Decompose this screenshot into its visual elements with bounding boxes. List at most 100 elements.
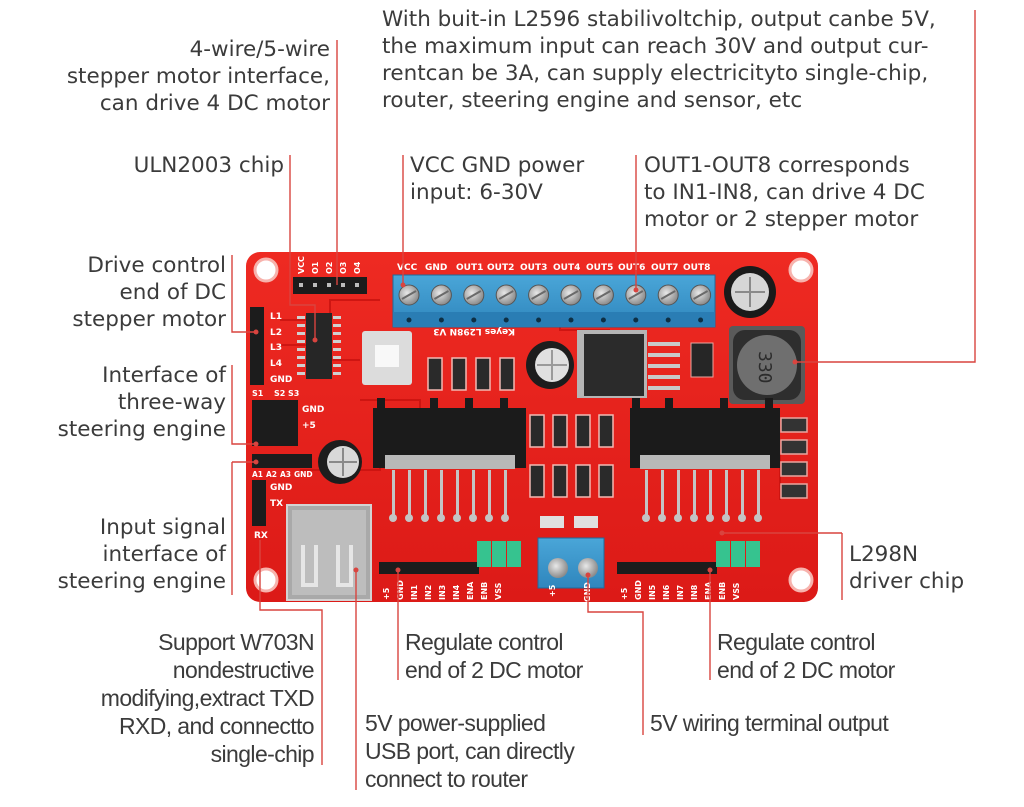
diode bbox=[427, 357, 443, 391]
chip-leg-pad bbox=[658, 514, 666, 522]
label-line: connect to router bbox=[365, 766, 528, 792]
label-line: VCC GND power bbox=[410, 153, 585, 178]
terminal-hole bbox=[471, 317, 477, 323]
label-uln2003: ULN2003 chip bbox=[134, 152, 284, 179]
chip-pin bbox=[297, 356, 305, 359]
silk-o2: O2 bbox=[325, 262, 334, 274]
analog-header bbox=[252, 454, 312, 468]
lm2596-regulator bbox=[577, 330, 714, 398]
label-line: With buit-in L2596 stabilivoltchip, outp… bbox=[382, 7, 936, 32]
silk-pin-label: ENA bbox=[466, 581, 475, 600]
chip-leg-pad bbox=[469, 514, 477, 522]
label-line: steering engine bbox=[57, 417, 226, 442]
uln2003-chip bbox=[297, 313, 341, 379]
label-w703n: Support W703N nondestructive modifying,e… bbox=[101, 628, 315, 768]
label-line: interface of bbox=[102, 542, 226, 567]
silk-s3: S3 bbox=[288, 389, 299, 398]
jumpers-right bbox=[716, 541, 760, 567]
screw-slot bbox=[693, 290, 709, 300]
silk-pin-label: IN6 bbox=[662, 584, 671, 600]
label-drive-control: Drive control end of DC stepper motor bbox=[72, 252, 226, 333]
label-line: Interface of bbox=[102, 363, 226, 388]
chip-leg-pad bbox=[690, 514, 698, 522]
silk-a2: A2 bbox=[266, 470, 277, 479]
diode bbox=[552, 414, 568, 448]
label-vcc-gnd: VCC GND power input: 6-30V bbox=[410, 152, 584, 206]
label-line: end of 2 DC motor bbox=[717, 657, 895, 683]
chip-leg bbox=[725, 470, 728, 515]
terminal-hole bbox=[438, 317, 444, 323]
label-line: Regulate control bbox=[717, 629, 876, 655]
heatsink-right bbox=[630, 398, 780, 469]
inductor-330: 330 bbox=[729, 326, 805, 404]
control-header-right bbox=[617, 562, 717, 574]
chip-pin bbox=[297, 348, 305, 351]
silk-pin-label: GND bbox=[396, 580, 405, 600]
chip-leg bbox=[709, 470, 712, 515]
silk-o3: O3 bbox=[339, 262, 348, 274]
silk-pin-label: IN7 bbox=[676, 585, 685, 600]
chip-leg-pad bbox=[722, 514, 730, 522]
screw-slot bbox=[433, 290, 449, 300]
chip-leg bbox=[408, 470, 411, 515]
label-line: input: 6-30V bbox=[410, 180, 543, 205]
silk-out8: OUT8 bbox=[683, 263, 710, 273]
silk-pin-label: IN1 bbox=[410, 584, 419, 600]
silk-servo-gnd: GND bbox=[302, 405, 324, 415]
label-line: Input signal bbox=[99, 515, 226, 540]
silk-pin-label: ENB bbox=[718, 582, 727, 600]
silk-servo-5v: +5 bbox=[302, 421, 316, 431]
silk-o1: O1 bbox=[311, 261, 320, 274]
chip-leg bbox=[661, 470, 664, 515]
chip-pin bbox=[333, 340, 341, 343]
label-regulate-right: Regulate control end of 2 DC motor bbox=[717, 628, 895, 684]
chip-pin bbox=[333, 348, 341, 351]
chip-leg bbox=[645, 470, 648, 515]
chip-leg-pad bbox=[485, 514, 493, 522]
label-line: L298N bbox=[849, 542, 919, 567]
label-line: end of DC bbox=[119, 280, 226, 305]
serial-header bbox=[252, 480, 266, 526]
screw-slot bbox=[660, 290, 676, 300]
silk-tx: TX bbox=[270, 499, 283, 509]
chip-leg-pad bbox=[421, 514, 429, 522]
silk-pin-label: IN2 bbox=[424, 585, 433, 600]
label-line: nondestructive bbox=[172, 657, 315, 683]
label-l2596: With buit-in L2596 stabilivoltchip, outp… bbox=[382, 6, 936, 114]
chip-pin bbox=[297, 332, 305, 335]
silk-pin-label: +5 bbox=[382, 587, 391, 600]
silk-pin-label: ENB bbox=[480, 582, 489, 600]
silk-pin-label: IN5 bbox=[648, 584, 657, 600]
label-line: the maximum input can reach 30V and outp… bbox=[382, 34, 929, 59]
screw-slot bbox=[563, 290, 579, 300]
terminal-hole bbox=[536, 317, 542, 323]
capacitor-left bbox=[318, 440, 362, 484]
silk-l4: L4 bbox=[270, 359, 282, 369]
screw-slot bbox=[498, 290, 514, 300]
chip-pin bbox=[333, 372, 341, 375]
label-line: stepper motor interface, bbox=[66, 64, 330, 89]
silk-pin-label: +5 bbox=[620, 587, 629, 600]
label-l298n: L298N driver chip bbox=[849, 541, 964, 595]
label-line: end of 2 DC motor bbox=[405, 657, 583, 683]
chip-leg-pad bbox=[754, 514, 762, 522]
silk-pin-label: IN4 bbox=[452, 584, 461, 600]
drive-control-header bbox=[250, 307, 264, 385]
diode bbox=[499, 357, 515, 391]
chip-pin bbox=[297, 324, 305, 327]
silk-gnd: GND bbox=[425, 263, 447, 273]
label-line: steering engine bbox=[57, 569, 226, 594]
silk-out4: OUT4 bbox=[553, 263, 580, 273]
label-out1-out8: OUT1-OUT8 corresponds to IN1-IN8, can dr… bbox=[644, 152, 925, 233]
chip-pin bbox=[333, 356, 341, 359]
chip-leg bbox=[472, 470, 475, 515]
silk-gnd-left: GND bbox=[270, 375, 292, 385]
chip-leg-pad bbox=[437, 514, 445, 522]
board-name: Keyes L298N V3 bbox=[433, 326, 515, 336]
diode bbox=[451, 357, 467, 391]
label-line: single-chip bbox=[210, 741, 315, 767]
chip-leg bbox=[677, 470, 680, 515]
chip-pin bbox=[333, 332, 341, 335]
label-line: router, steering engine and sensor, etc bbox=[382, 88, 803, 113]
